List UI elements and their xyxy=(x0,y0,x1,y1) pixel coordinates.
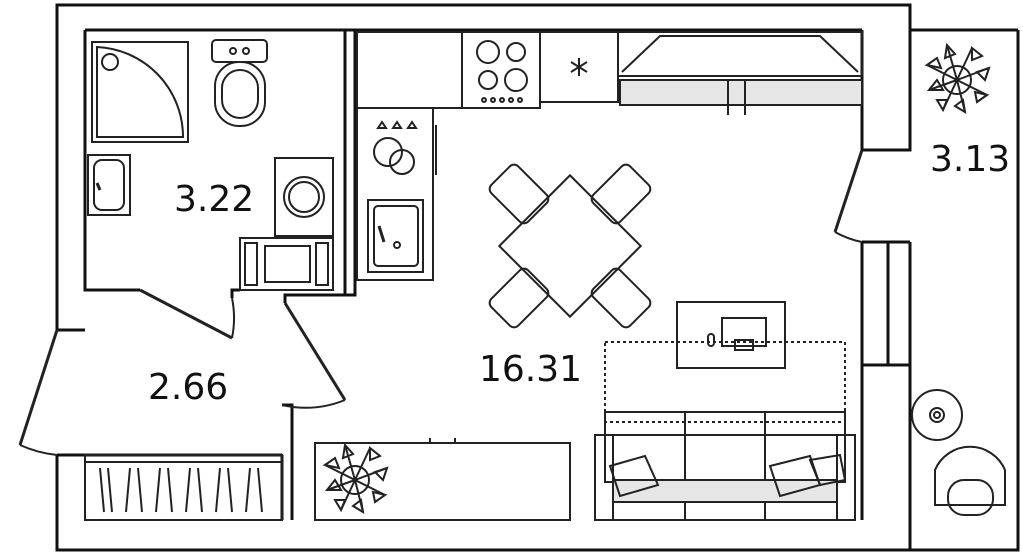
washing-machine xyxy=(274,157,334,237)
door-entrance xyxy=(18,329,59,456)
sofa xyxy=(594,411,856,521)
wardrobe-kitchen xyxy=(617,31,863,115)
inner-walls xyxy=(57,28,862,520)
door-bathroom xyxy=(139,288,235,340)
door-balcony xyxy=(833,149,864,243)
plant-icon xyxy=(924,42,991,114)
outer-walls xyxy=(55,3,1020,552)
living-area-label: 16.31 xyxy=(479,349,583,390)
kitchen-counter xyxy=(356,31,463,281)
plant-icon xyxy=(322,442,389,514)
snowflake-icon xyxy=(539,31,619,103)
cooktop-icon xyxy=(461,31,541,109)
wardrobe-hall xyxy=(84,454,283,521)
balcony-table xyxy=(911,389,963,441)
bathroom-sink xyxy=(87,154,131,216)
toilet xyxy=(211,39,268,127)
dining-chairs xyxy=(488,163,652,329)
storage-unit xyxy=(239,237,334,291)
rug xyxy=(604,341,846,423)
tv-bench xyxy=(314,438,571,521)
dining-table xyxy=(497,173,643,319)
kitchen-sink xyxy=(367,199,424,273)
desk xyxy=(676,301,786,369)
kitchen-dispenser xyxy=(373,120,437,175)
laptop-icon xyxy=(707,317,767,351)
shower xyxy=(91,41,189,143)
hall-area-label: 2.66 xyxy=(148,367,229,408)
balcony-chair xyxy=(934,445,1006,516)
bathroom-area-label: 3.22 xyxy=(174,179,255,220)
balcony-area-label: 3.13 xyxy=(930,139,1011,180)
door-hall xyxy=(281,302,347,409)
